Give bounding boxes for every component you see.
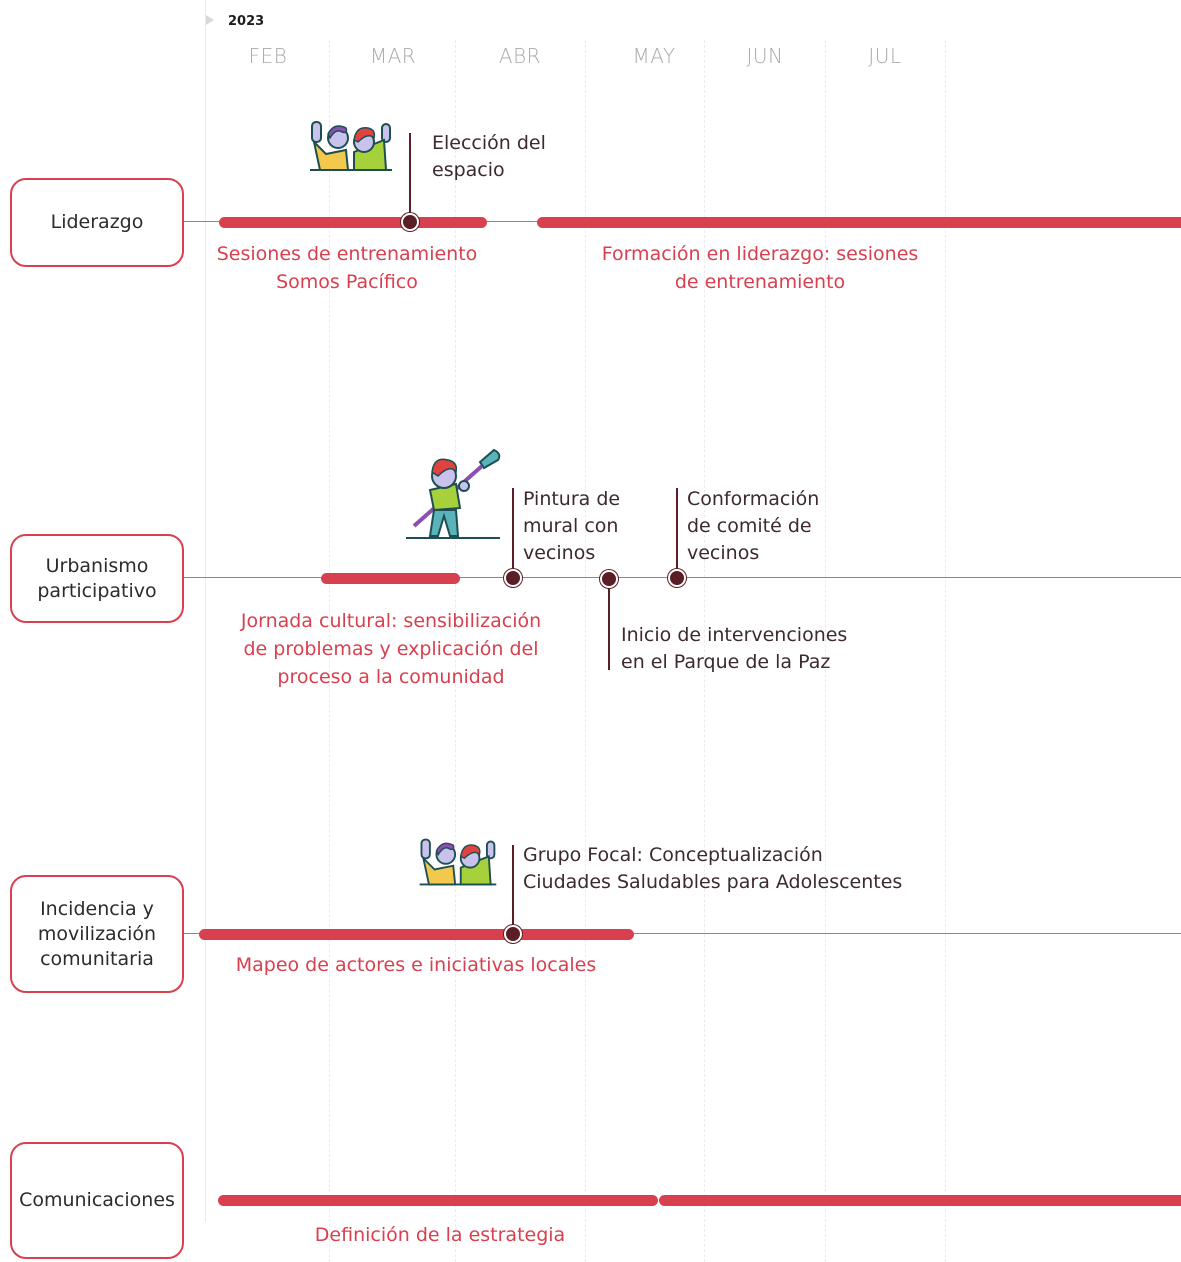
activity-bar — [321, 573, 460, 584]
milestone-dot — [401, 213, 419, 231]
year-label: 2023 — [228, 14, 265, 29]
year-marker-icon — [206, 15, 214, 25]
activity-bar — [199, 929, 634, 940]
month-label: ABR — [498, 44, 542, 68]
month-label: JUN — [746, 44, 784, 68]
month-label: JUL — [868, 44, 902, 68]
activity-bar — [659, 1195, 1181, 1206]
month-label: MAY — [632, 44, 676, 68]
grid-line — [825, 40, 826, 1262]
month-label: MAR — [369, 44, 417, 68]
row-label-urbanismo: Urbanismo participativo — [10, 534, 184, 623]
month-label: FEB — [248, 44, 288, 68]
milestone-stem — [409, 133, 411, 221]
timeline-line — [184, 933, 1181, 934]
grid-line — [329, 40, 330, 1262]
milestone-label: Inicio de intervenciones en el Parque de… — [621, 624, 848, 673]
activity-bar — [537, 217, 1181, 228]
milestone-stem — [512, 488, 514, 578]
milestone-label: Elección del espacio — [432, 132, 546, 181]
row-label-liderazgo: Liderazgo — [10, 178, 184, 267]
grid-line — [585, 40, 586, 1262]
activity-bar — [218, 1195, 658, 1206]
painter-with-brush-icon — [406, 448, 501, 539]
activity-label: Mapeo de actores e iniciativas locales — [235, 954, 597, 976]
people-cheering-icon — [419, 838, 497, 886]
milestone-dot — [504, 569, 522, 587]
grid-line — [945, 40, 946, 1262]
milestone-dot — [668, 569, 686, 587]
activity-label: Jornada cultural: sensibilización de pro… — [240, 610, 542, 688]
milestone-dot — [504, 925, 522, 943]
activity-label: Sesiones de entrenamiento Somos Pacífico — [216, 243, 478, 293]
activity-bar — [219, 217, 487, 228]
people-cheering-icon — [310, 121, 392, 171]
milestone-label: Conformación de comité de vecinos — [687, 488, 820, 564]
milestone-stem — [676, 488, 678, 578]
row-label-incidencia: Incidencia y movilización comunitaria — [10, 875, 184, 993]
activity-label: Definición de la estrategia — [314, 1224, 566, 1246]
grid-line — [704, 40, 705, 1262]
activity-label: Formación en liderazgo: sesiones de entr… — [601, 243, 919, 293]
milestone-dot — [600, 570, 618, 588]
grid-line — [455, 40, 456, 1262]
milestone-stem — [608, 578, 610, 670]
milestone-label: Grupo Focal: Conceptualización Ciudades … — [523, 844, 903, 893]
milestone-label: Pintura de mural con vecinos — [523, 488, 621, 564]
milestone-stem — [512, 845, 514, 933]
row-label-comunicaciones: Comunicaciones — [10, 1142, 184, 1259]
timeline-start-line — [205, 0, 206, 1222]
